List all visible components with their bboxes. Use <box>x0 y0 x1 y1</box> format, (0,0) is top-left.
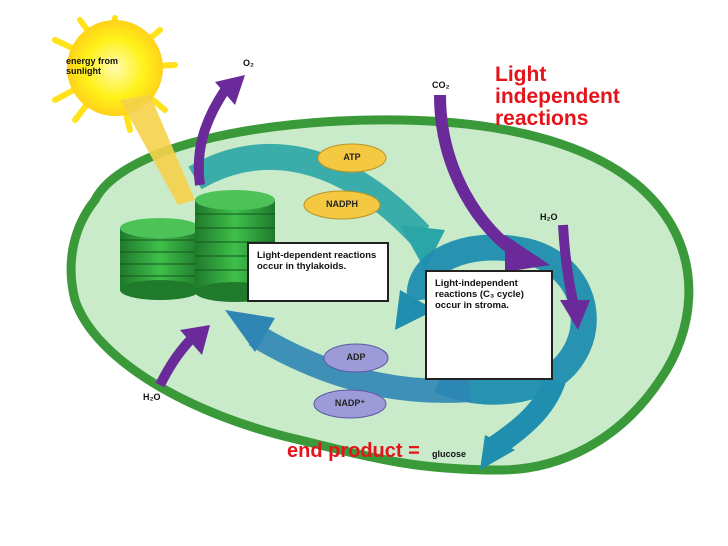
h2o-bottom-arrowhead <box>180 325 210 355</box>
h2o-right-label: H₂O <box>540 212 558 222</box>
h2o-right-arrowhead <box>560 300 590 330</box>
sun-icon <box>52 15 178 133</box>
adp-nadp-return-arrow <box>248 324 471 403</box>
atp-label: ATP <box>343 152 361 162</box>
o2-arrow <box>193 87 230 186</box>
co2-arrowhead <box>505 235 550 272</box>
adp-label: ADP <box>346 352 366 362</box>
light-independent-title: Light independent reactions <box>495 64 620 130</box>
thylakoid-stack-left <box>120 218 200 300</box>
atp-nadph-arrowhead <box>400 225 445 270</box>
glucose-label: glucose <box>432 449 467 459</box>
sunlight-beam <box>120 95 195 205</box>
light-dependent-box: Light-dependent reactions occur in thyla… <box>247 242 389 302</box>
calvin-cycle-arrow <box>406 234 597 405</box>
energy-from-sunlight-label: energy from sunlight <box>66 56 119 76</box>
glucose-output-arrowhead <box>480 435 515 470</box>
title-line-1: Light <box>495 63 547 86</box>
atp-nadph-arrow <box>188 143 430 244</box>
title-line-2: independent <box>495 85 620 108</box>
calvin-cycle-arrowhead <box>395 290 435 330</box>
adp-oval <box>323 343 389 373</box>
adp-nadp-arrowhead <box>225 310 275 352</box>
h2o-bottom-label: H₂O <box>143 392 161 402</box>
co2-label: CO₂ <box>432 80 450 90</box>
nadph-label: NADPH <box>325 199 358 209</box>
light-independent-box: Light-independent reactions (C₃ cycle) o… <box>425 270 553 380</box>
nadph-oval <box>303 190 381 220</box>
end-product-label: end product = <box>287 440 420 462</box>
o2-label: O₂ <box>243 58 254 68</box>
title-line-3: reactions <box>495 107 589 130</box>
thylakoid-stack-right <box>195 190 275 302</box>
o2-arrowhead <box>215 75 245 105</box>
atp-oval <box>317 143 387 173</box>
nadp-label: NADP⁺ <box>334 398 366 408</box>
nadp-oval <box>313 389 387 419</box>
purple-arrows <box>155 75 590 388</box>
